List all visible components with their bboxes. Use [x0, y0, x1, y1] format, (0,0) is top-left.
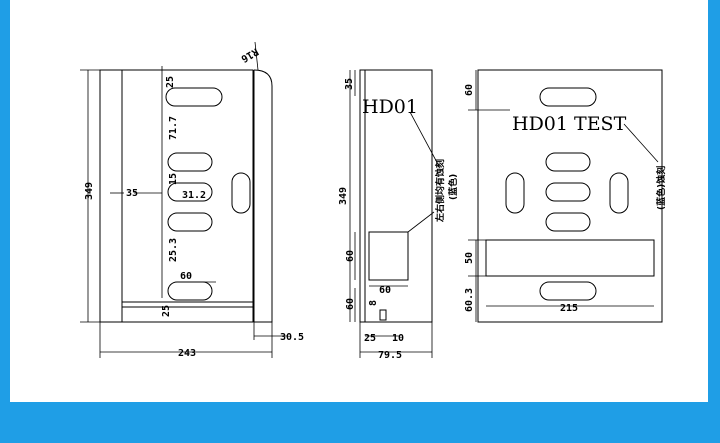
back-engraving: HD01 TEST	[512, 113, 627, 135]
back-engraving-note: (蓝色)蚀刻	[655, 166, 667, 210]
front-slot-pitch: 71.7	[168, 116, 179, 140]
side-screw-gap: 10	[392, 333, 404, 344]
back-plate-height: 50	[464, 252, 475, 264]
side-screw-hole	[379, 309, 387, 321]
front-bottom-margin: 25	[161, 305, 172, 317]
back-top-slot	[539, 87, 597, 107]
side-window	[368, 231, 409, 281]
side-screw-offset: 25	[364, 333, 376, 344]
technical-drawing: 349 243 35 25 71.7 15 31.2 25.3 60 25 30…	[80, 41, 667, 361]
front-side-width: 30.5	[280, 332, 304, 343]
back-outline	[477, 69, 663, 323]
front-lower-pitch: 25.3	[168, 238, 179, 262]
side-total-depth: 79.5	[378, 350, 402, 361]
back-left-side-slot	[505, 172, 525, 214]
front-slot-length: 60	[180, 271, 192, 282]
side-bottom-height: 60	[345, 298, 356, 310]
front-total-height: 349	[84, 182, 95, 200]
front-middle-slot-1	[167, 152, 213, 172]
front-view: 349 243 35 25 71.7 15 31.2 25.3 60 25 30…	[80, 41, 304, 359]
side-engraving-note: 左右侧均有蚀刻	[434, 159, 446, 223]
front-slot-spacing: 15	[168, 173, 179, 185]
front-r16-leader	[254, 41, 259, 71]
back-bottom-slot	[539, 281, 597, 301]
drawing-frame: 349 243 35 25 71.7 15 31.2 25.3 60 25 30…	[10, 0, 708, 402]
back-plate	[485, 239, 655, 277]
front-top-offset: 25	[165, 76, 176, 88]
back-right-side-slot	[609, 172, 629, 214]
side-view: HD01 35 349 60 60 60 8 25 10 79.5 左右侧均有蚀…	[338, 69, 459, 361]
front-bottom-strip	[121, 301, 255, 308]
side-window-height: 60	[345, 250, 356, 262]
back-plate-width: 215	[560, 303, 578, 314]
side-note-leader-2	[407, 211, 435, 233]
side-engraving: HD01	[362, 96, 418, 118]
side-window-width: 60	[379, 285, 391, 296]
side-outline	[359, 69, 433, 323]
back-top-offset: 60	[464, 84, 475, 96]
front-total-width: 243	[178, 348, 196, 359]
side-note-leader	[409, 111, 441, 169]
front-outline	[99, 69, 254, 323]
front-corner-arc	[253, 69, 273, 323]
back-middle-slot-3	[545, 212, 591, 232]
front-middle-slot-2	[167, 182, 213, 202]
front-bottom-slot	[167, 281, 213, 301]
side-screw-size: 8	[368, 300, 379, 306]
front-slot-center: 31.2	[182, 190, 206, 201]
side-color-note: (蓝色)	[447, 174, 459, 200]
front-side-offset: 35	[126, 188, 138, 199]
back-view: HD01 TEST 60 50 60.3 215 (蓝色)蚀刻	[464, 69, 667, 323]
front-top-slot	[165, 87, 223, 107]
front-middle-slot-3	[167, 212, 213, 232]
back-bottom-height: 60.3	[464, 288, 475, 312]
front-side-slot	[231, 172, 251, 214]
back-middle-slot-1	[545, 152, 591, 172]
back-note-leader	[623, 123, 659, 163]
side-total-height: 349	[338, 187, 349, 205]
back-middle-slot-2	[545, 182, 591, 202]
side-top-offset: 35	[344, 78, 355, 90]
